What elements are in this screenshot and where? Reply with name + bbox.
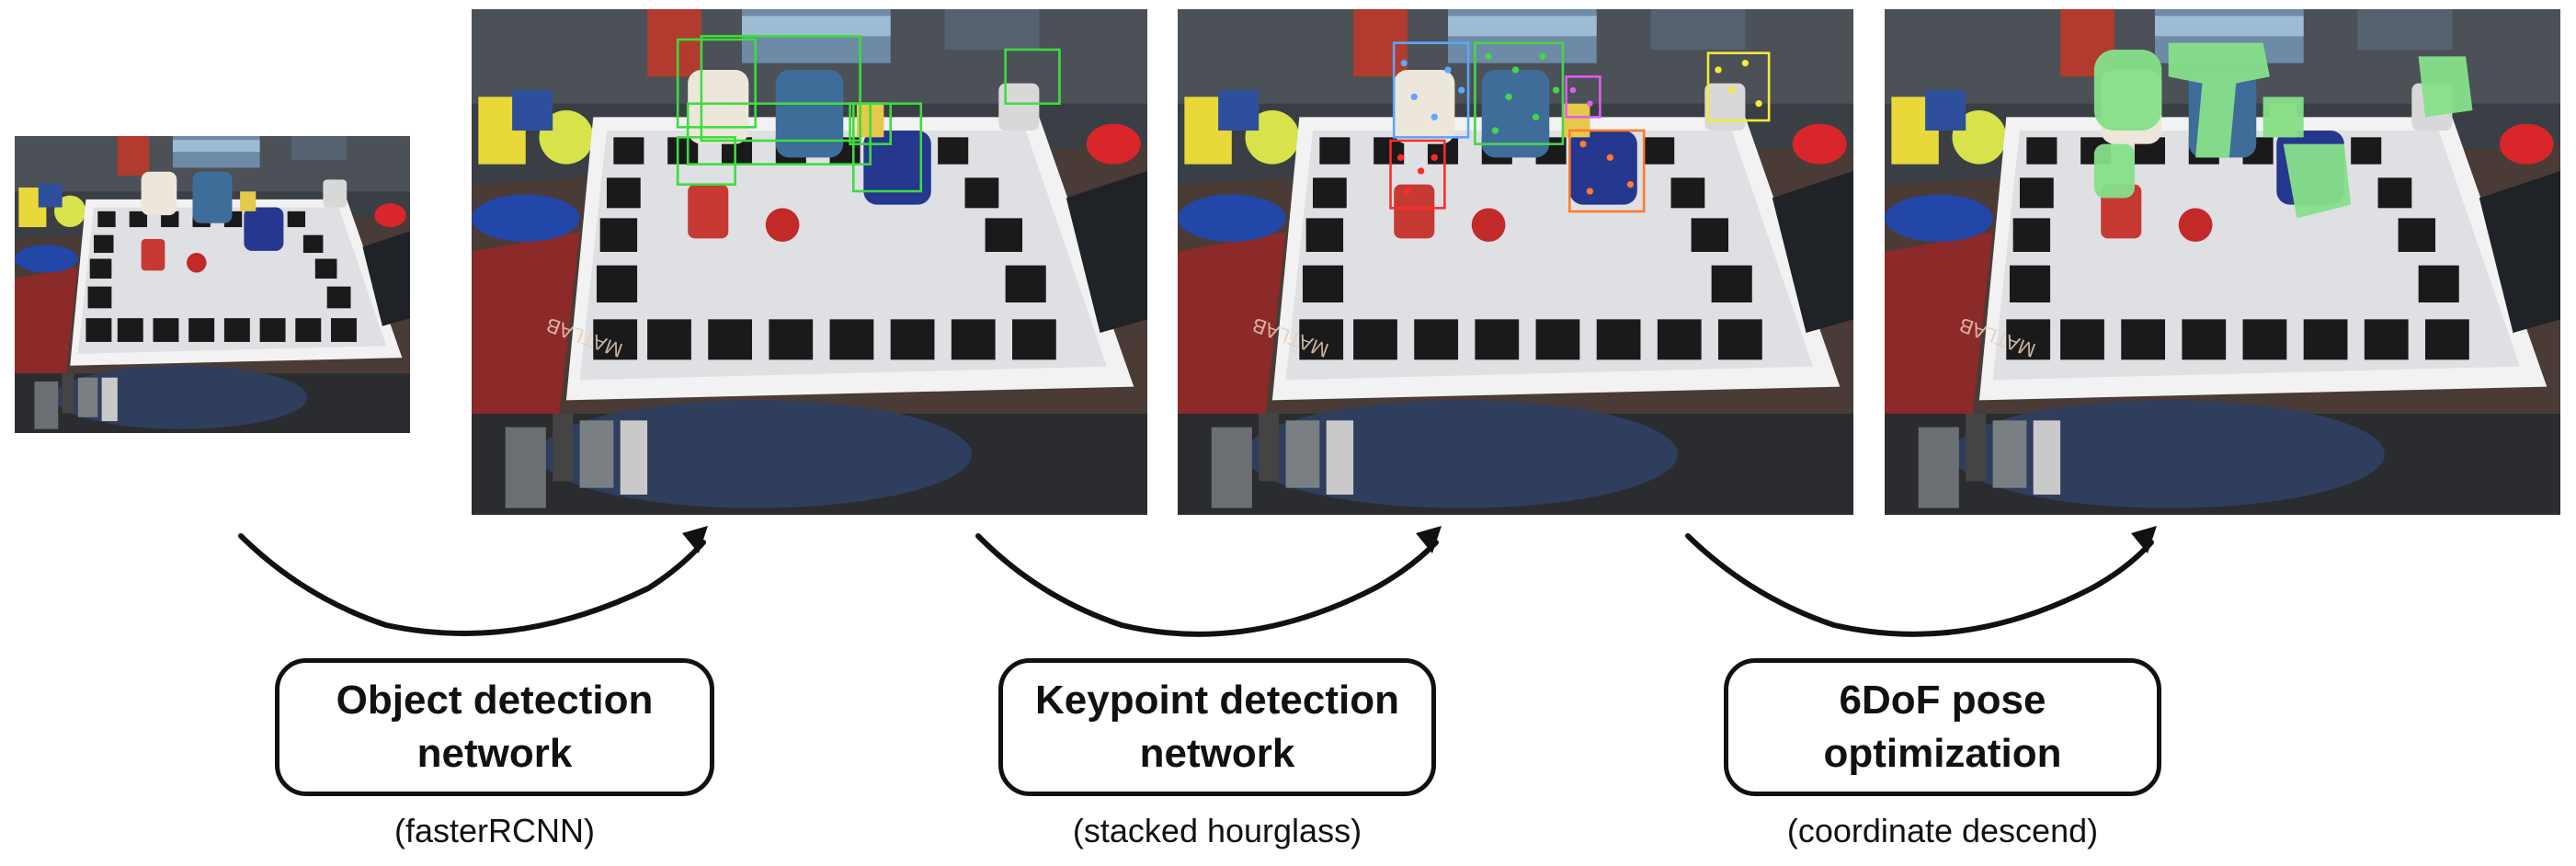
detection-box	[851, 102, 923, 193]
stage-title-line2: optimization	[1823, 731, 2062, 776]
stage-box-keypoint-detection: Keypoint detection network	[998, 658, 1436, 796]
stage-title-line2: network	[416, 731, 573, 776]
object-detection-image	[472, 9, 1147, 515]
stage-box-pose-optimization: 6DoF pose optimization	[1724, 658, 2161, 796]
arrow-3	[1685, 533, 2154, 637]
pose-result-image	[1885, 9, 2560, 515]
stage-subtitle-keypoint-detection: (stacked hourglass)	[1072, 812, 1362, 849]
input-image	[15, 136, 410, 433]
keypoint-detection-image	[1178, 9, 1853, 515]
detection-box	[1392, 41, 1470, 139]
stage-subtitle-pose-optimization: (coordinate descend)	[1786, 812, 2099, 849]
stage-title-line1: 6DoF pose	[1839, 678, 2046, 723]
stage-subtitle-object-detection: (fasterRCNN)	[393, 812, 595, 849]
arrow-head-2	[1416, 526, 1442, 553]
detection-box	[1568, 129, 1646, 213]
stage-box-object-detection: Object detection network	[275, 658, 714, 796]
arrow-head-1	[682, 526, 708, 553]
detection-box	[1474, 41, 1565, 145]
arrow-heads	[682, 526, 2157, 553]
detection-box	[700, 35, 861, 142]
detection-box	[1004, 48, 1061, 105]
stage-title-line2: network	[1139, 731, 1295, 776]
detection-box	[676, 136, 736, 186]
arrows	[238, 533, 2154, 637]
arrow-2	[975, 533, 1439, 637]
stage-title-line1: Keypoint detection	[1034, 678, 1400, 723]
arrow-head-3	[2131, 526, 2157, 553]
detection-box	[1706, 51, 1771, 122]
detection-box	[1389, 139, 1446, 210]
keypoints	[1396, 52, 1762, 195]
stage-title-line1: Object detection	[336, 678, 654, 723]
detection-box	[1565, 75, 1601, 119]
detection-box	[676, 38, 757, 129]
detection-box	[686, 102, 872, 165]
arrow-1	[238, 533, 706, 636]
pose-renders	[2093, 42, 2473, 219]
